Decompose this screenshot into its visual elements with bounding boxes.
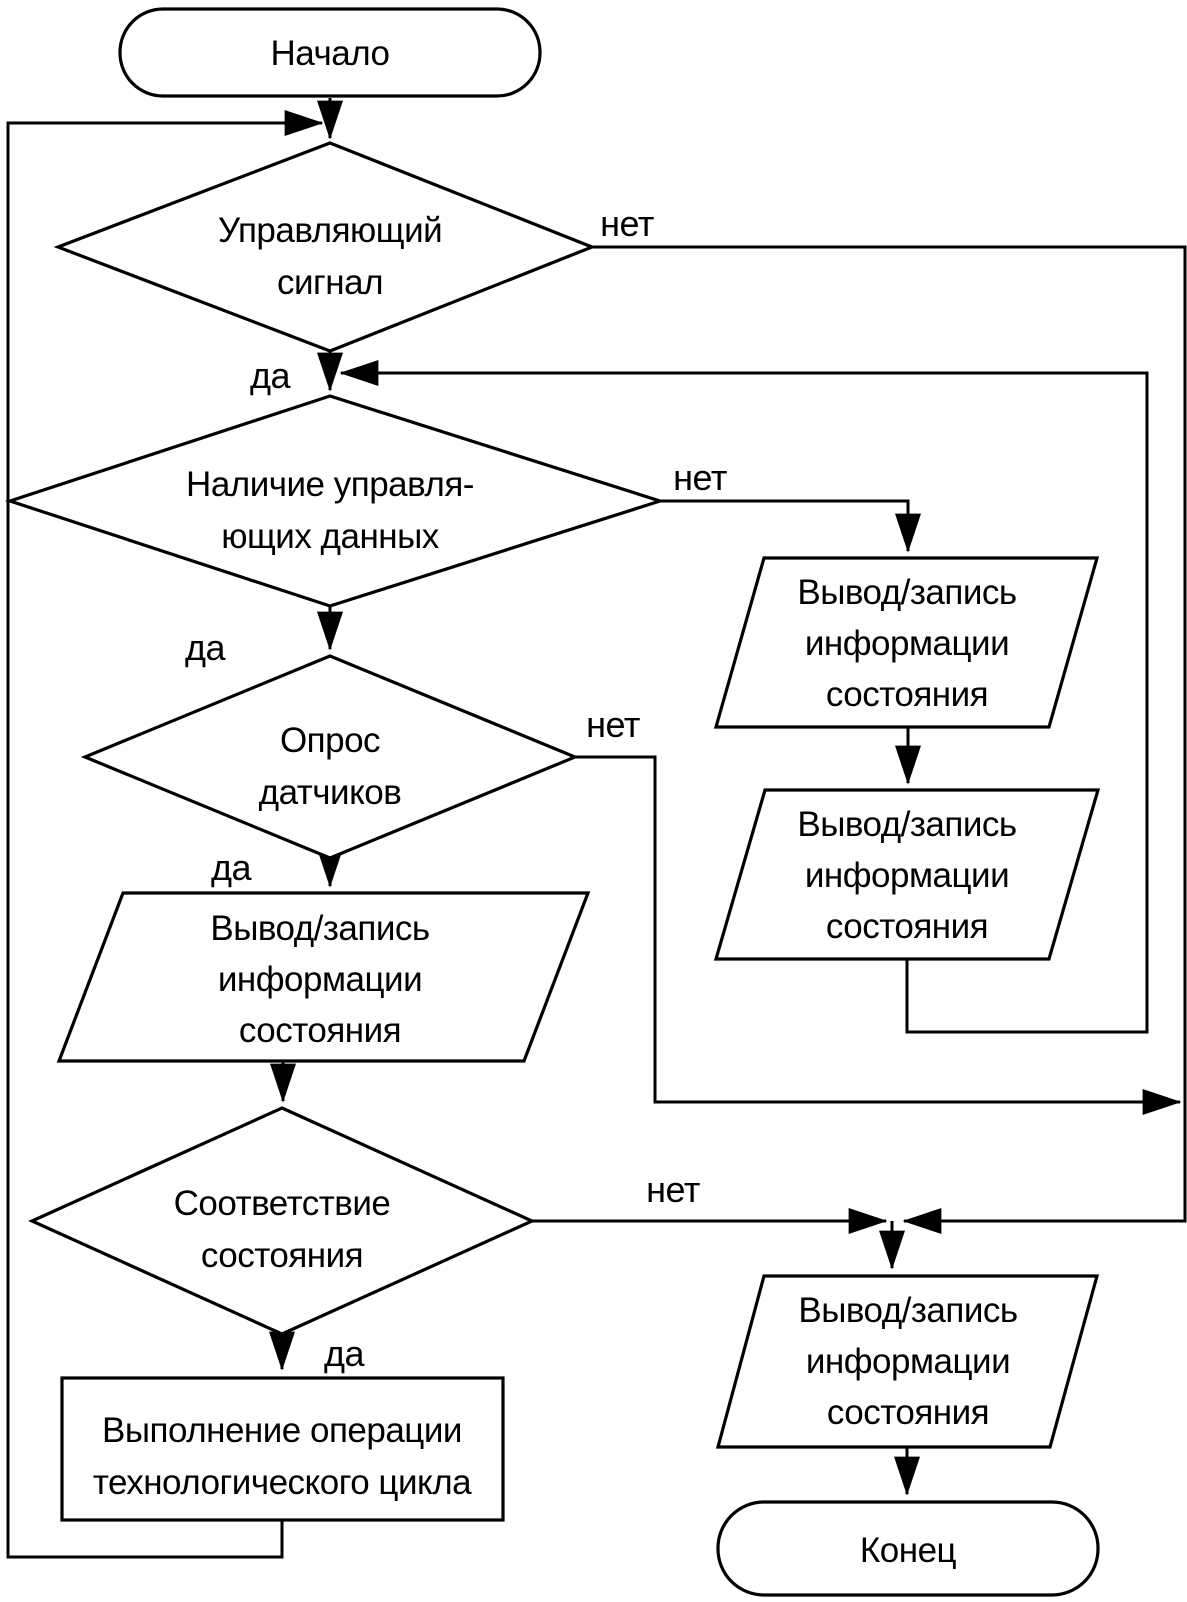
- node-write-status-right-mid: Вывод/запись информации состояния: [713, 788, 1101, 961]
- node-check-data: Наличие управля- ющих данных: [4, 394, 666, 608]
- node-write-status-left-line1: Вывод/запись: [210, 909, 429, 948]
- edge-check-data-no: [660, 499, 921, 553]
- node-check-state: Соответствие состояния: [28, 1106, 536, 1336]
- node-check-data-shape: [4, 394, 666, 608]
- node-write-status-right-top-shape: [713, 556, 1100, 729]
- edge-check-signal-no: [592, 245, 1187, 1234]
- node-start: Начало: [118, 7, 542, 98]
- node-check-state-shape: [28, 1106, 536, 1336]
- node-write-status-bottom-line3: состояния: [827, 1393, 989, 1432]
- edge-label-state-no: нет: [646, 1169, 700, 1210]
- node-write-status-right-top-line3: состояния: [826, 675, 988, 714]
- edge-label-signal-yes: да: [250, 355, 292, 396]
- node-write-status-bottom-line2: информации: [806, 1342, 1010, 1381]
- node-write-status-left: Вывод/запись информации состояния: [56, 891, 591, 1063]
- node-end-shape: [716, 1500, 1100, 1597]
- node-poll-sensors-line1: Опрос: [280, 721, 380, 760]
- edge-label-sensors-yes: да: [211, 847, 253, 888]
- edge-label-data-yes: да: [185, 627, 227, 668]
- node-write-status-right-mid-shape: [713, 788, 1101, 961]
- node-execute-operation-line2: технологического цикла: [93, 1463, 472, 1502]
- node-write-status-left-shape: [56, 891, 591, 1063]
- node-write-status-left-line3: состояния: [239, 1011, 401, 1050]
- edge-loop-execute-to-top: [6, 110, 324, 1559]
- node-check-data-line2: ющих данных: [221, 517, 440, 556]
- node-write-status-right-top-line2: информации: [805, 624, 1009, 663]
- edge-label-state-yes: да: [324, 1333, 366, 1374]
- node-check-signal-shape: [53, 141, 597, 353]
- node-execute-operation-shape: [60, 1376, 505, 1522]
- node-execute-operation: Выполнение операции технологического цик…: [60, 1376, 505, 1522]
- node-write-status-bottom: Вывод/запись информации состояния: [715, 1274, 1100, 1449]
- node-execute-operation-line1: Выполнение операции: [102, 1411, 462, 1450]
- edge-poll-sensors-no: [575, 755, 1182, 1115]
- node-write-status-right-mid-line1: Вывод/запись: [797, 805, 1016, 844]
- node-write-status-right-top-line1: Вывод/запись: [797, 573, 1016, 612]
- node-check-state-line1: Соответствие: [174, 1184, 391, 1223]
- node-poll-sensors: Опрос датчиков: [80, 654, 580, 860]
- edge-right-loop-to-check-data: [339, 360, 1149, 1034]
- node-check-signal-line2: сигнал: [277, 263, 383, 302]
- node-write-status-right-mid-line3: состояния: [826, 907, 988, 946]
- node-start-shape: [118, 7, 542, 98]
- node-write-status-bottom-shape: [715, 1274, 1100, 1449]
- node-write-status-right-mid-line2: информации: [805, 856, 1009, 895]
- node-write-status-right-top: Вывод/запись информации состояния: [713, 556, 1100, 729]
- node-check-signal: Управляющий сигнал: [53, 141, 597, 353]
- node-check-state-line2: состояния: [201, 1236, 363, 1275]
- node-write-status-bottom-line1: Вывод/запись: [798, 1291, 1017, 1330]
- node-end-label: Конец: [860, 1531, 957, 1570]
- node-check-data-line1: Наличие управля-: [186, 465, 474, 504]
- edge-label-data-no: нет: [673, 457, 727, 498]
- node-poll-sensors-shape: [80, 654, 580, 860]
- node-check-signal-line1: Управляющий: [218, 211, 442, 250]
- node-end: Конец: [716, 1500, 1100, 1597]
- node-poll-sensors-line2: датчиков: [259, 773, 402, 812]
- node-start-label: Начало: [271, 34, 390, 73]
- node-write-status-left-line2: информации: [218, 960, 422, 999]
- edge-label-signal-no: нет: [600, 203, 654, 244]
- edge-label-sensors-no: нет: [586, 704, 640, 745]
